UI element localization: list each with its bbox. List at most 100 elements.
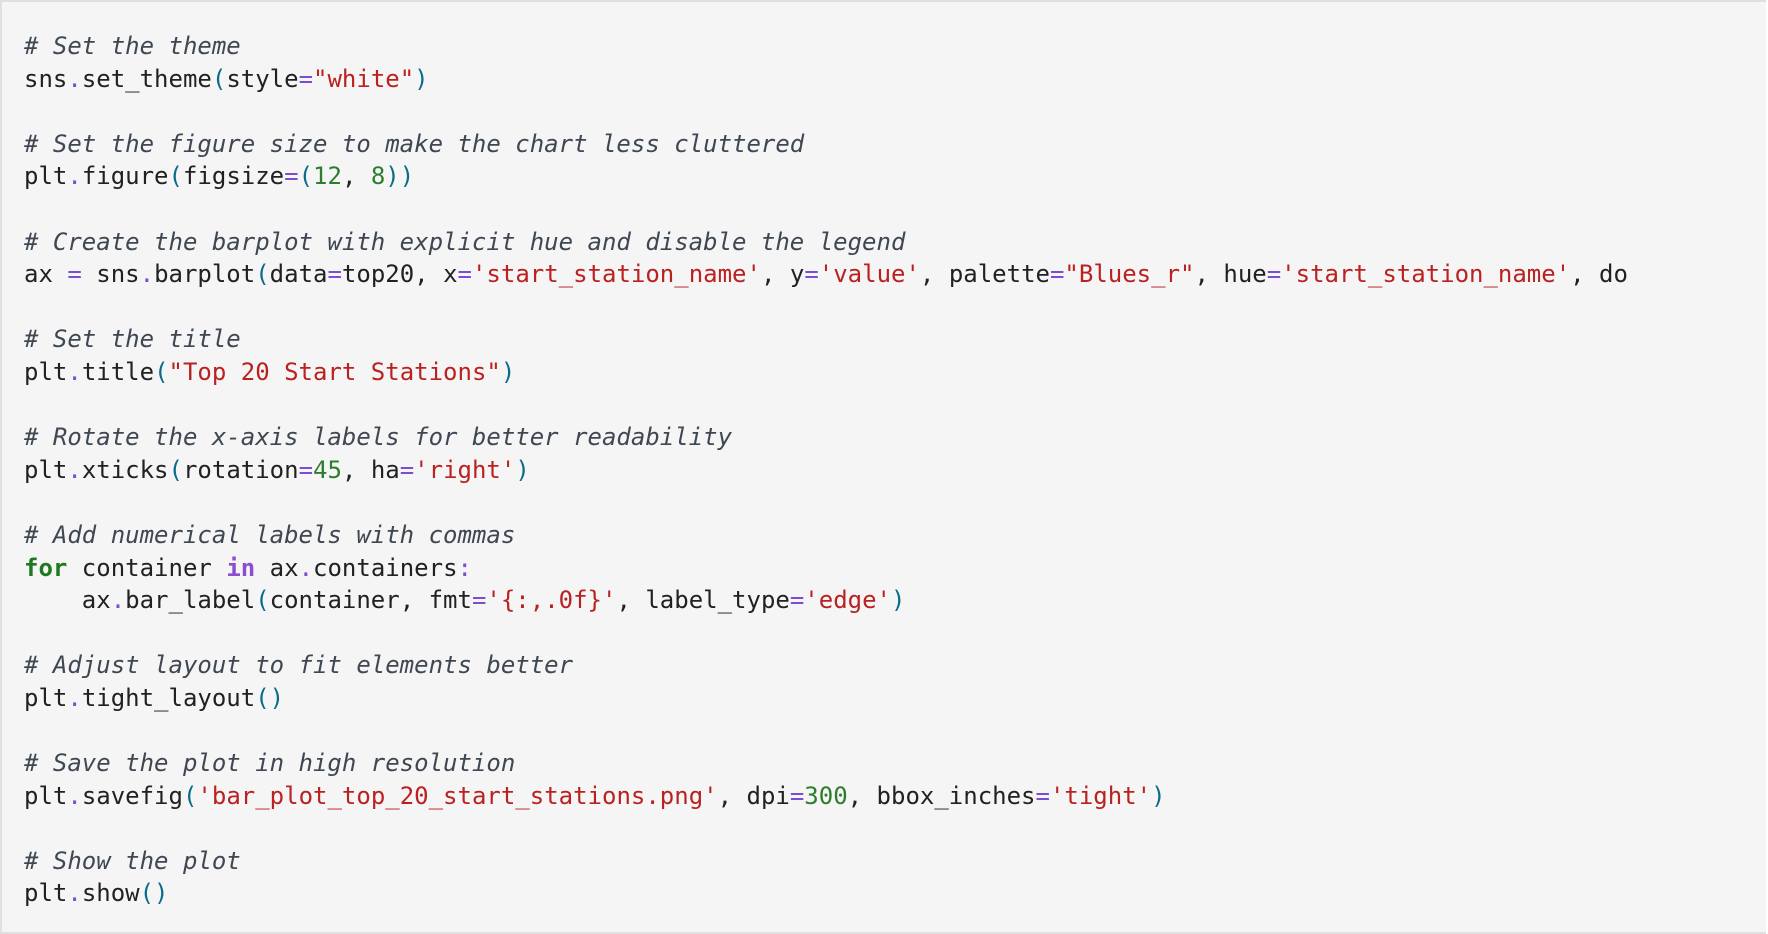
code-token: ) (1151, 781, 1166, 810)
code-token: ( (182, 781, 198, 810)
code-token: , label_type (616, 586, 790, 615)
code-line (24, 714, 1628, 747)
code-token: = (298, 455, 314, 484)
code-comment: # Show the plot (24, 846, 241, 875)
code-token: 'start_station_name' (471, 260, 761, 289)
code-token: , dpi (717, 781, 790, 810)
code-token: 8 (370, 162, 386, 191)
code-token: for (24, 553, 68, 582)
code-line: plt.savefig('bar_plot_top_20_start_stati… (24, 780, 1628, 813)
code-token: plt (24, 683, 68, 712)
code-token: = (399, 455, 415, 484)
code-token: 'value' (818, 260, 920, 289)
code-token: . (67, 455, 82, 484)
code-token: 'edge' (804, 586, 891, 615)
code-token: , (341, 162, 371, 191)
code-token: 12 (313, 162, 342, 191)
code-token: ) (891, 586, 906, 615)
code-token: containers (313, 553, 458, 582)
code-token: , palette (919, 260, 1050, 289)
code-line: # Adjust layout to fit elements better (24, 649, 1628, 682)
code-line (24, 291, 1628, 324)
code-token: ( (168, 455, 183, 484)
code-comment: # Set the title (24, 325, 241, 354)
code-token: 'bar_plot_top_20_start_stations.png' (197, 781, 718, 810)
code-token: 'right' (414, 455, 516, 484)
code-line: # Show the plot (24, 845, 1628, 878)
code-token: ( (255, 586, 270, 615)
code-token: "Blues_r" (1064, 260, 1195, 289)
code-token: = (804, 260, 819, 289)
code-comment: # Adjust layout to fit elements better (24, 651, 574, 680)
code-token: plt (24, 455, 68, 484)
code-line: ax.bar_label(container, fmt='{:,.0f}', l… (24, 584, 1628, 617)
code-token: = (1266, 260, 1282, 289)
code-token: in (226, 553, 256, 582)
code-token: top20, x (341, 260, 458, 289)
code-token: ) (500, 357, 516, 386)
code-token: 45 (313, 455, 342, 484)
code-token: style (226, 64, 299, 93)
code-token: 300 (804, 781, 848, 810)
code-token: bar_label (125, 586, 256, 615)
code-token: xticks (81, 455, 169, 484)
code-line (24, 95, 1628, 128)
code-token: = (298, 64, 314, 93)
code-token: tight_layout (81, 683, 256, 712)
code-token: "white" (313, 64, 415, 93)
code-token: 'tight' (1049, 781, 1152, 810)
code-token: , bbox_inches (847, 781, 1036, 810)
code-line: ax = sns.barplot(data=top20, x='start_st… (24, 258, 1628, 291)
code-token: , ha (341, 455, 400, 484)
code-line: # Save the plot in high resolution (24, 747, 1628, 780)
code-token: data (269, 260, 328, 289)
code-token: = (284, 162, 299, 191)
code-line: for container in ax.containers: (24, 552, 1628, 585)
code-comment: # Set the theme (24, 32, 241, 60)
code-line: # Set the figure size to make the chart … (24, 128, 1628, 161)
code-token: plt (24, 781, 68, 810)
code-token: = (67, 260, 82, 289)
code-line: plt.figure(figsize=(12, 8)) (24, 160, 1628, 193)
code-token: "Top 20 Start Stations" (168, 357, 501, 386)
code-line: plt.show() (24, 877, 1628, 910)
code-token: savefig (81, 781, 183, 810)
code-line: plt.title("Top 20 Start Stations") (24, 356, 1628, 389)
code-token: . (67, 64, 82, 93)
code-comment: # Create the barplot with explicit hue a… (24, 227, 906, 256)
code-line: # Add numerical labels with commas (24, 519, 1628, 552)
code-token: container (67, 553, 227, 582)
code-token: '{:,.0f}' (486, 586, 617, 615)
code-token: ax (24, 260, 68, 289)
code-token: title (81, 357, 155, 386)
code-token: = (1049, 260, 1065, 289)
code-token: set_theme (81, 64, 212, 93)
code-token: sns (81, 260, 140, 289)
code-token: = (471, 586, 487, 615)
code-token: ) (515, 455, 530, 484)
code-token: plt (24, 162, 68, 191)
code-token: barplot (154, 260, 256, 289)
code-token: show (81, 879, 140, 908)
code-token: = (1035, 781, 1050, 810)
code-line (24, 812, 1628, 845)
code-token: container, fmt (269, 586, 472, 615)
code-line: # Set the title (24, 323, 1628, 356)
code-token: ( (298, 162, 314, 191)
code-comment: # Save the plot in high resolution (24, 749, 516, 778)
code-line: # Set the theme (24, 30, 1628, 63)
code-token: . (110, 586, 126, 615)
code-token: , do (1570, 260, 1628, 289)
code-token: . (139, 260, 155, 289)
code-token: figure (81, 162, 169, 191)
code-token: . (67, 683, 82, 712)
code-token: ax (24, 586, 111, 615)
code-token: plt (24, 357, 68, 386)
code-line (24, 389, 1628, 422)
code-token: ) (414, 64, 429, 93)
code-token: ( (211, 64, 227, 93)
code-token: . (67, 162, 82, 191)
code-token: )) (385, 162, 415, 191)
